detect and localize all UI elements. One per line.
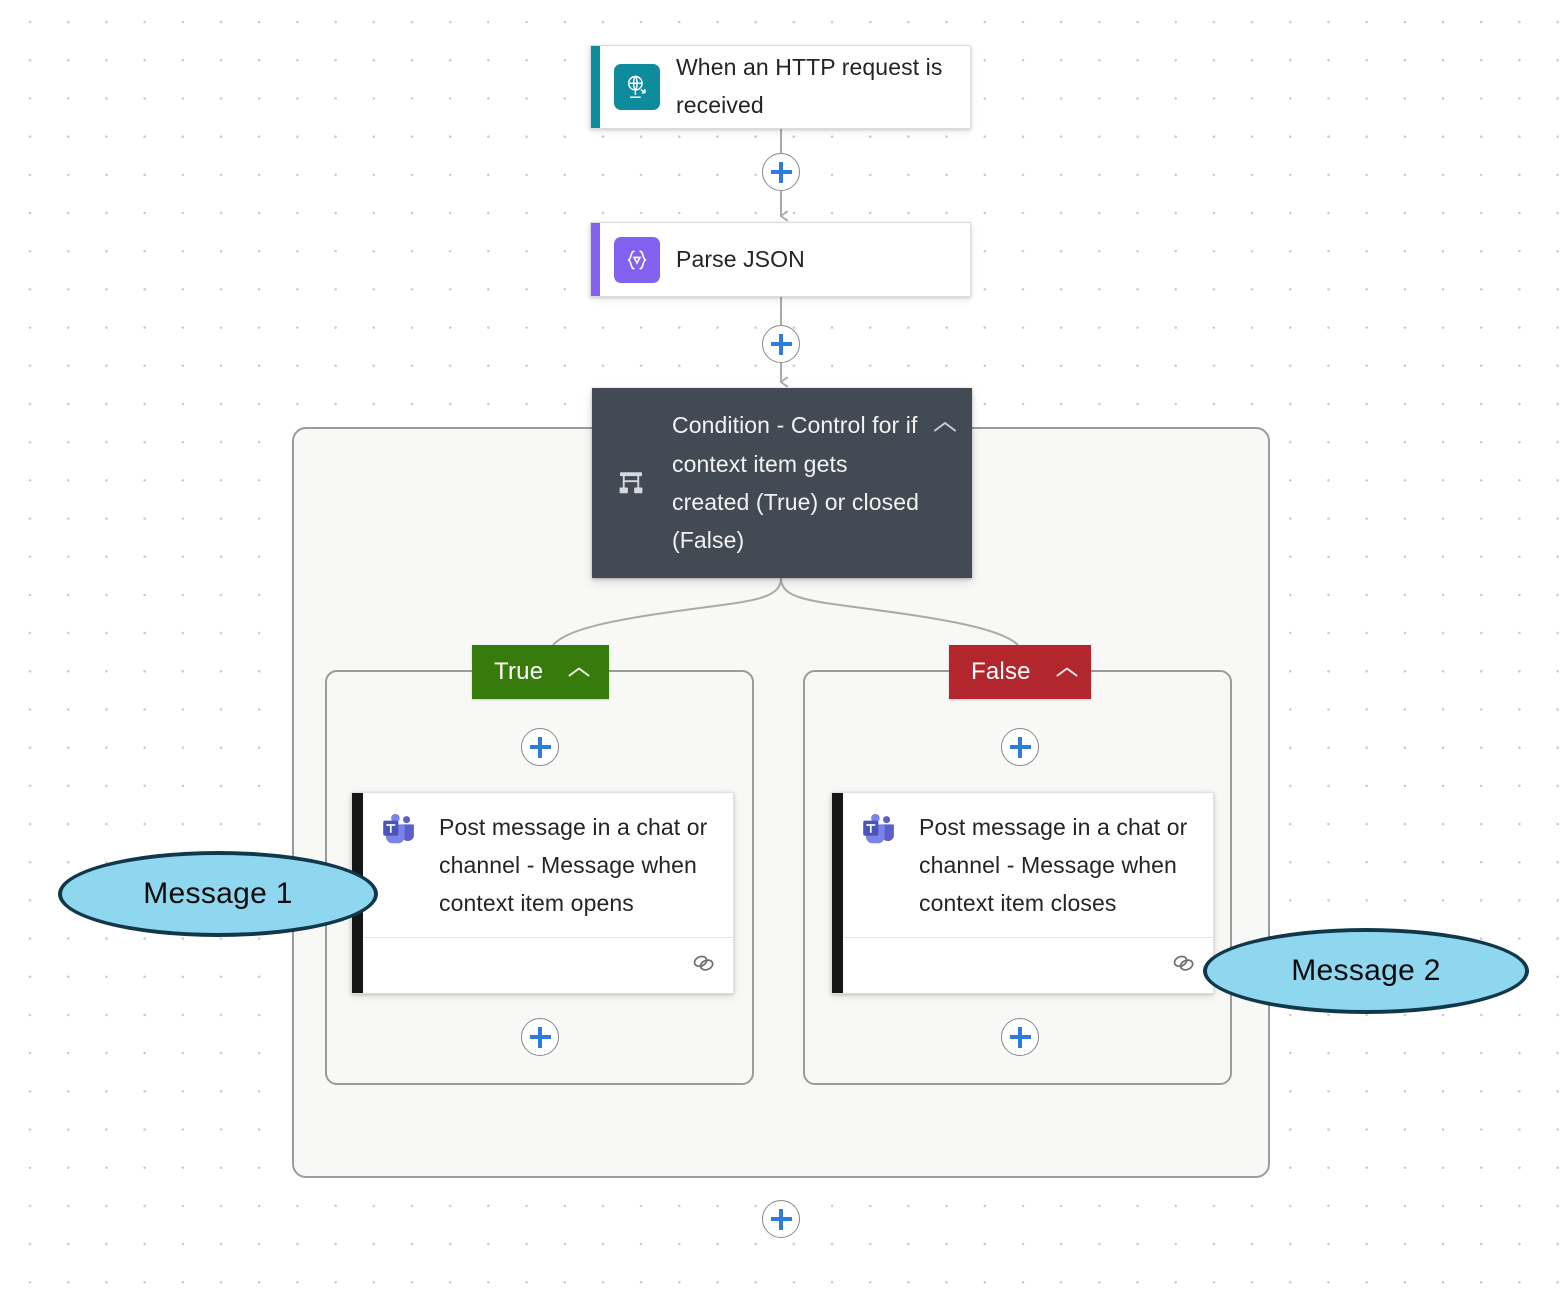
node-title: Condition - Control for if context item … [672, 412, 919, 554]
node-condition[interactable]: Condition - Control for if context item … [592, 388, 972, 578]
node-post-message-false[interactable]: Post message in a chat or channel - Mess… [831, 792, 1214, 994]
node-title: Post message in a chat or channel - Mess… [919, 814, 1188, 916]
branch-badge-true[interactable]: True [472, 645, 609, 699]
http-request-icon [614, 64, 660, 110]
link-chain-icon[interactable] [1170, 952, 1197, 979]
chevron-up-icon[interactable] [1055, 659, 1079, 685]
add-step-button-after-condition[interactable] [762, 1200, 800, 1238]
microsoft-teams-icon [859, 807, 903, 851]
annotation-label: Message 2 [1291, 954, 1441, 987]
plus-icon [779, 333, 783, 355]
link-chain-icon[interactable] [690, 952, 717, 979]
condition-branch-icon [616, 468, 646, 498]
add-step-button-after-parse-json[interactable] [762, 325, 800, 363]
add-step-button-false-after-action[interactable] [1001, 1018, 1039, 1056]
node-parse-json[interactable]: Parse JSON [590, 222, 971, 297]
branch-label: False [971, 658, 1031, 685]
add-step-button-true-after-action[interactable] [521, 1018, 559, 1056]
annotation-label: Message 1 [143, 877, 293, 910]
node-accent-bar [832, 793, 843, 993]
plus-icon [1018, 1026, 1022, 1048]
plus-icon [538, 1026, 542, 1048]
plus-icon [779, 161, 783, 183]
node-accent-bar [591, 223, 600, 296]
add-step-button-false-before-action[interactable] [1001, 728, 1039, 766]
branch-badge-false[interactable]: False [949, 645, 1091, 699]
add-step-button-true-before-action[interactable] [521, 728, 559, 766]
node-title: When an HTTP request is received [676, 54, 943, 118]
add-step-button-after-trigger[interactable] [762, 153, 800, 191]
annotation-callout-message-1: Message 1 [58, 851, 378, 937]
node-accent-bar [591, 46, 600, 128]
card-footer [843, 936, 1213, 993]
annotation-callout-message-2: Message 2 [1203, 928, 1529, 1014]
chevron-up-icon[interactable] [567, 659, 591, 685]
card-footer [363, 936, 733, 993]
node-when-http-request-received[interactable]: When an HTTP request is received [590, 45, 971, 129]
chevron-up-icon[interactable] [928, 410, 962, 444]
microsoft-teams-icon [379, 807, 423, 851]
node-title: Post message in a chat or channel - Mess… [439, 814, 708, 916]
node-post-message-true[interactable]: Post message in a chat or channel - Mess… [351, 792, 734, 994]
plus-icon [779, 1208, 783, 1230]
json-braces-icon [614, 236, 660, 283]
branch-label: True [494, 658, 544, 685]
node-title: Parse JSON [676, 245, 805, 272]
plus-icon [1018, 736, 1022, 758]
plus-icon [538, 736, 542, 758]
